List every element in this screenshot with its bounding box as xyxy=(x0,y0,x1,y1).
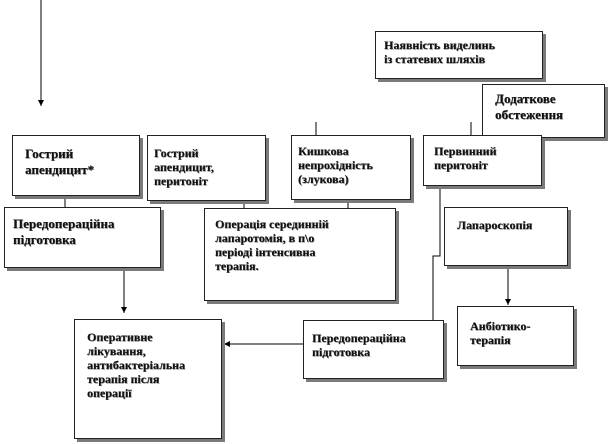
node-laparoskopiia: Лапароскопія xyxy=(444,207,568,266)
node-kyshkova: Кишкова непрохідність (злукова) xyxy=(291,135,411,200)
node-operatsiia: Операція серединній лапаротомія, в п\о п… xyxy=(204,208,396,301)
node-pervynnyi: Первинний перитоніт xyxy=(423,135,542,186)
node-vydilennia: Наявність виделинь із статевих шляхів xyxy=(375,31,543,79)
node-peredoperatsiina-2: Передопераційна підготовка xyxy=(303,320,444,379)
arrow-pervynnyi-peredop2 xyxy=(430,186,441,336)
node-peredoperatsiina-1: Передопераційна підготовка xyxy=(4,207,161,268)
node-dodatkove: Додаткове обстеження xyxy=(482,84,605,138)
node-operatyvne: Оперативне лікування, антибактеріальна т… xyxy=(74,319,222,439)
node-antybiotyko: Анбіотико- терапія xyxy=(457,306,574,366)
node-apendytsyt: Гострий апендицит* xyxy=(12,135,140,196)
node-apendytsyt-peritonit: Гострий апендицит, перитоніт xyxy=(147,135,266,201)
